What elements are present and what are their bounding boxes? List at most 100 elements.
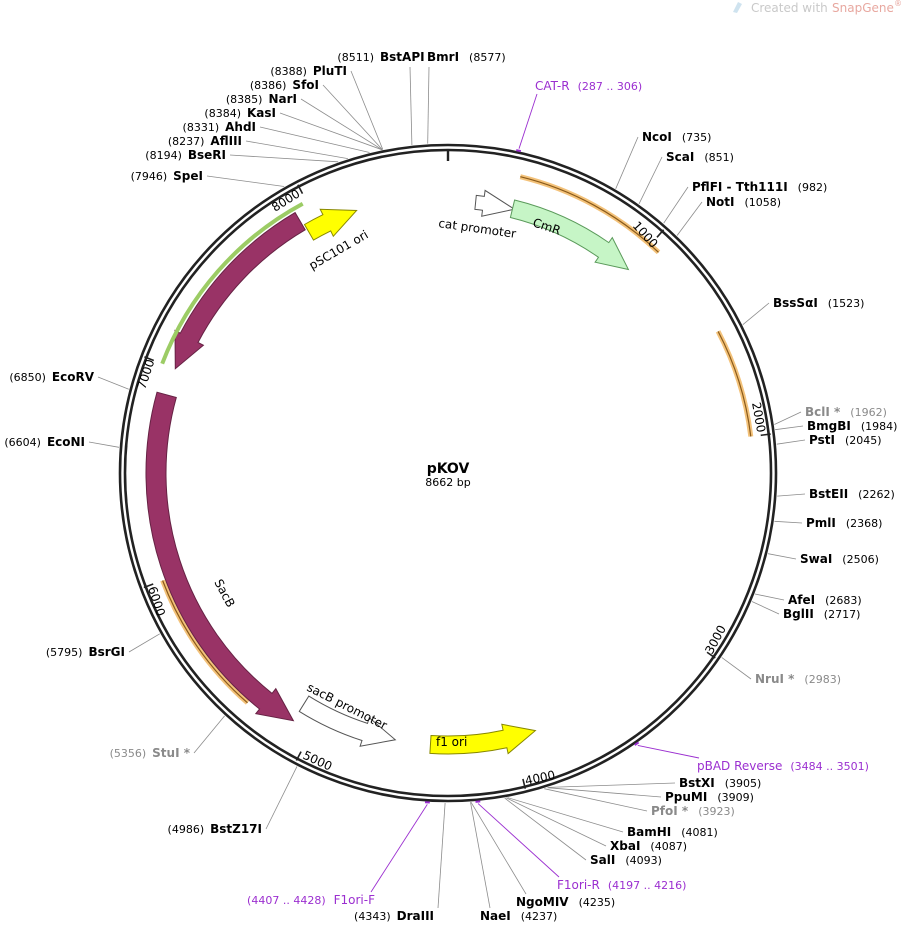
leader-pmli [774, 520, 803, 524]
tick-3000-mark [706, 651, 716, 659]
primer-name-f1ori-r: F1ori-R [557, 878, 600, 892]
site-bstapi[interactable]: (8511)BstAPI [337, 50, 424, 64]
site-name-pmli: PmlI [806, 516, 836, 530]
leader-xbai [505, 797, 607, 847]
backbone-outer-ring [118, 143, 778, 803]
site-scai[interactable]: (851)ScaI [666, 150, 734, 164]
site-position-noti: (1058) [745, 196, 782, 209]
leader-draiii [437, 802, 446, 909]
site-bcli[interactable]: (1962) BclI * [805, 405, 887, 419]
site-bstxi[interactable]: (3905)BstXI [679, 776, 761, 790]
site-bglii[interactable]: (2717)BglII [783, 607, 860, 621]
feature-label-cat-promoter: cat promoter [438, 216, 517, 241]
feature-rep101ts[interactable] [174, 211, 306, 370]
plasmid-size: 8662 bp [425, 476, 470, 489]
site-position-scai: (851) [704, 151, 734, 164]
leader-bmgbi [775, 425, 804, 431]
leader-noti [676, 201, 703, 236]
site-nari[interactable]: (8385)NarI [226, 92, 297, 106]
site-name-spei: SpeI [173, 169, 203, 183]
tick-5000-mark [295, 751, 302, 761]
site-sfoi[interactable]: (8386)SfoI [250, 78, 319, 92]
site-name-xbai: XbaI [610, 839, 640, 853]
feature-psc101-ori[interactable] [303, 208, 358, 241]
feature-cmr[interactable] [509, 199, 630, 271]
site-psti[interactable]: (2045)PstI [809, 433, 882, 447]
site-position-bseri: (8194) [145, 149, 182, 162]
site-name-bmgbi: BmgBI [807, 419, 851, 433]
site-ngomiv[interactable]: (4235)NgoMIV [516, 895, 615, 909]
site-name-swai: SwaI [800, 552, 832, 566]
site-position-stui: (5356) [110, 747, 147, 760]
tick-2000-mark [760, 433, 771, 437]
leader-stui [193, 715, 225, 754]
site-ahdi[interactable]: (8331)AhdI [183, 120, 256, 134]
site-ecorv[interactable]: (6850)EcoRV [9, 370, 94, 384]
tick-8000-mark [297, 184, 304, 194]
primer-f1ori-r[interactable]: F1ori-R(4197 .. 4216) [557, 878, 686, 892]
site-draiii[interactable]: (4343)DraIII [354, 909, 434, 923]
feature-sacb-promoter[interactable] [298, 695, 397, 747]
site-bseri[interactable]: (8194) BseRI [145, 148, 226, 162]
site-spei[interactable]: (7946)SpeI [131, 169, 203, 183]
site-bamhi[interactable]: (4081)BamHI [627, 825, 718, 839]
leader-bsrgi [128, 633, 161, 653]
site-bsss-i[interactable]: (1523)BssSαI [773, 296, 864, 310]
site-name-bseri: BseRI [188, 148, 226, 162]
site-swai[interactable]: (2506)SwaI [800, 552, 879, 566]
site-kasi[interactable]: (8384)KasI [204, 106, 276, 120]
site-pluti[interactable]: (8388)PluTI [270, 64, 347, 78]
site-name-draiii: DraIII [397, 909, 434, 923]
feature-f1-ori[interactable] [429, 723, 537, 755]
site-pmli[interactable]: (2368)PmlI [806, 516, 882, 530]
site-ppumi[interactable]: (3909)PpuMI [665, 790, 754, 804]
site-name-bsteii: BstEII [809, 487, 848, 501]
primer-name-pbad-reverse: pBAD Reverse [697, 759, 782, 773]
site-position-bcli: (1962) [850, 406, 887, 419]
site-pfoi[interactable]: (3923)PfoI * [651, 804, 735, 818]
primer-f1ori-f[interactable]: F1ori-F(4407 .. 4428) [247, 893, 375, 907]
feature-sacb[interactable] [145, 391, 295, 722]
site-name-bsss-i: BssSαI [773, 296, 818, 310]
site-naei[interactable]: (4237)NaeI [480, 909, 557, 923]
primer-pbad-reverse[interactable]: pBAD Reverse(3484 .. 3501) [697, 759, 869, 773]
tick-label-8000: 8000 [269, 186, 302, 214]
leader-naei [470, 802, 491, 909]
site-bsteii[interactable]: (2262)BstEII [809, 487, 895, 501]
feature-rep101ts-orientation-arc [160, 201, 304, 365]
site-name-bsrgi: BsrGI [88, 645, 125, 659]
watermark: Created with SnapGene ® [733, 0, 902, 15]
site-pflfi-tth111i[interactable]: (982)PflFI - Tth111I [692, 180, 827, 194]
site-nrui[interactable]: (2983)NruI * [755, 672, 841, 686]
site-name-kasi: KasI [247, 106, 276, 120]
site-bmri[interactable]: (8577)BmrI [427, 50, 506, 64]
site-position-bmri: (8577) [469, 51, 506, 64]
leader-swai [767, 553, 797, 560]
leader-ecorv [97, 376, 129, 390]
site-name-bcli: BclI * [805, 405, 841, 419]
feature-cat-promoter[interactable] [474, 189, 516, 217]
orientation-arc-core-2 [717, 331, 752, 437]
site-sali[interactable]: (4093)SalI [590, 853, 662, 867]
site-bsrgi[interactable]: (5795)BsrGI [46, 645, 125, 659]
site-bstz17i[interactable]: (4986)BstZ17I [168, 822, 262, 836]
site-noti[interactable]: (1058)NotI [706, 195, 781, 209]
site-afliii[interactable]: (8237)AflIII [168, 134, 242, 148]
leader-ahdi [259, 126, 370, 153]
site-xbai[interactable]: (4087)XbaI [610, 839, 687, 853]
site-name-afei: AfeI [788, 593, 815, 607]
site-ncoi[interactable]: (735)NcoI [642, 130, 711, 144]
leader-pflfi-tth111i [663, 186, 689, 224]
site-afei[interactable]: (2683) AfeI [788, 593, 862, 607]
site-name-psti: PstI [809, 433, 835, 447]
primer-range-f1ori-f: (4407 .. 4428) [247, 894, 326, 907]
primer-cat-r[interactable]: CAT-R(287 .. 306) [535, 79, 642, 93]
site-econi[interactable]: (6604)EcoNI [4, 435, 85, 449]
site-stui[interactable]: (5356)StuI * [110, 746, 191, 760]
site-position-naei: (4237) [521, 910, 558, 923]
site-bmgbi[interactable]: (1984)BmgBI [807, 419, 897, 433]
site-name-sali: SalI [590, 853, 615, 867]
primer-name-cat-r: CAT-R [535, 79, 570, 93]
site-position-afei: (2683) [825, 594, 862, 607]
